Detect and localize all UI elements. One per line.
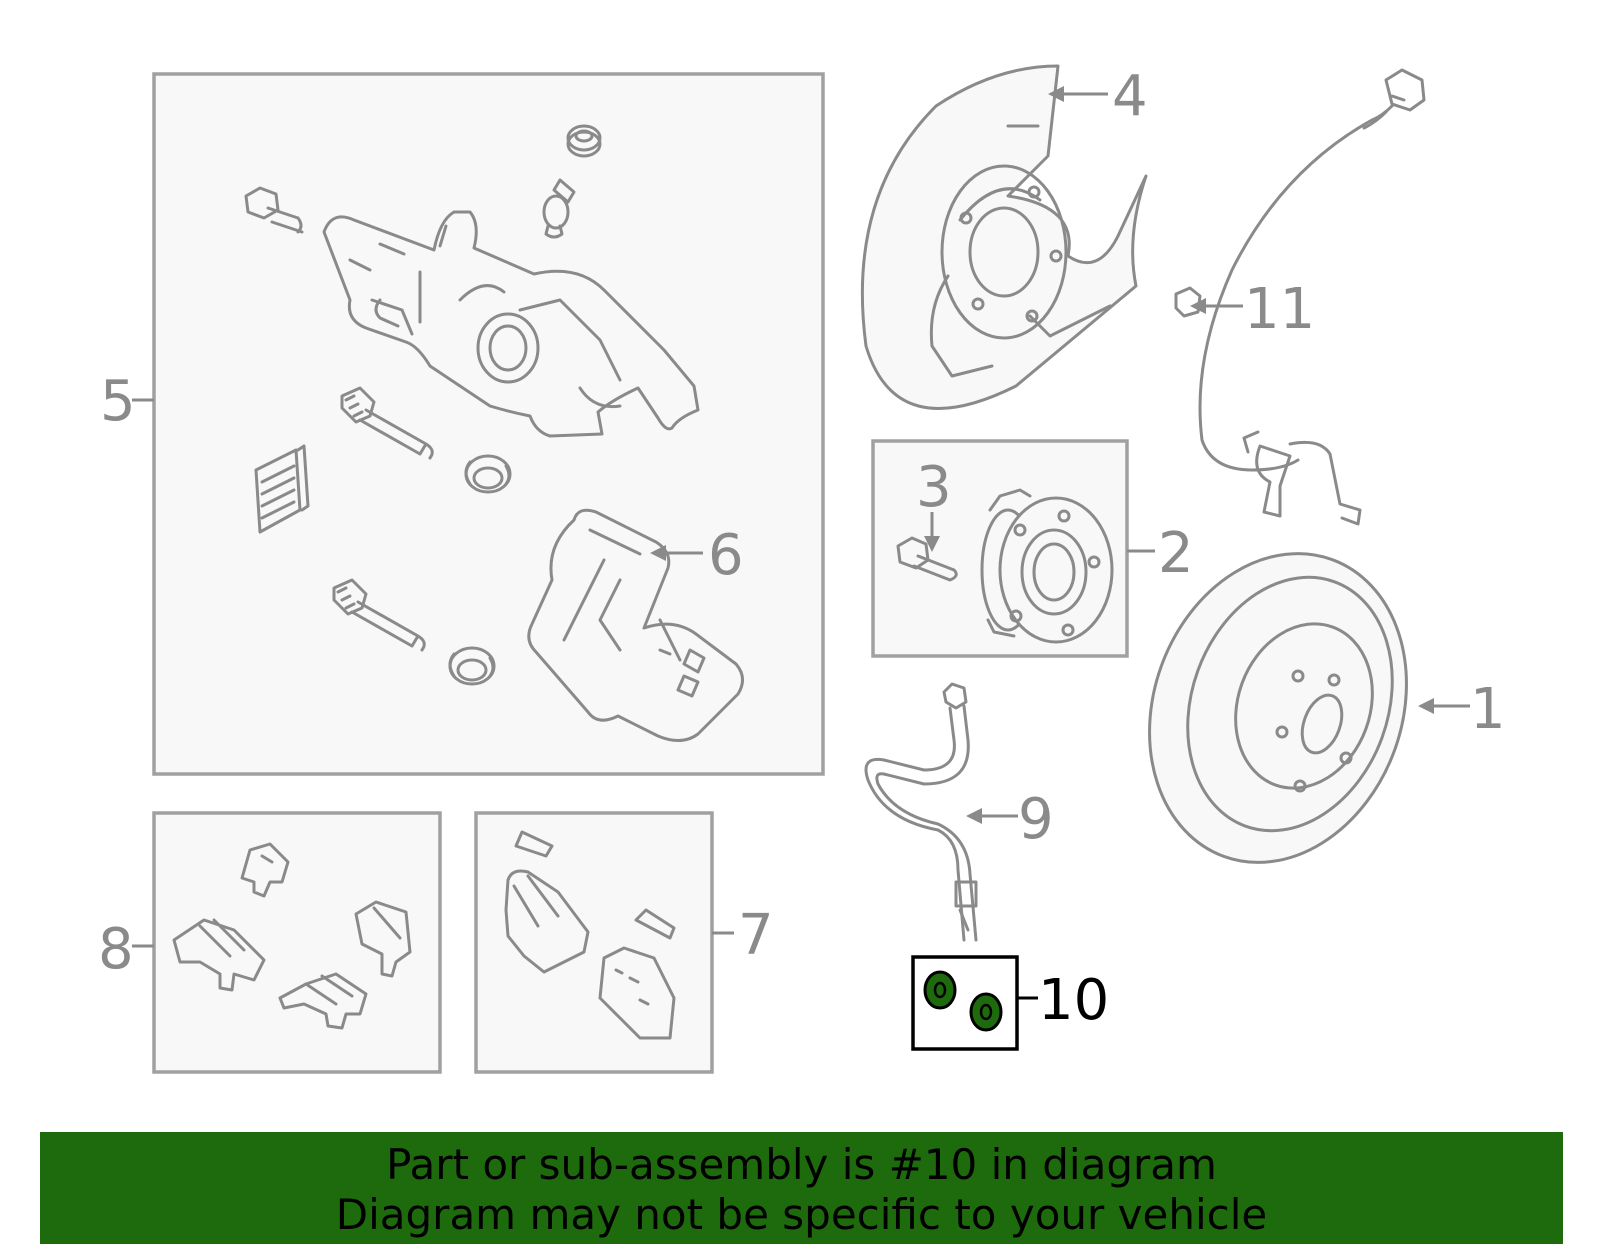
dust-shield [860,64,1148,410]
parts-diagram: 5 [98,64,1506,1074]
callout-8[interactable]: 8 [98,917,134,982]
callout-7[interactable]: 7 [738,903,774,968]
callout-5[interactable]: 5 [100,369,136,434]
callout-2[interactable]: 2 [1158,521,1194,586]
callout-1[interactable]: 1 [1470,677,1506,742]
hub-bolt [896,536,958,582]
hardware-kit-clips [172,842,412,1030]
part-10-washers[interactable] [923,970,1003,1032]
brake-pads-box [474,811,714,1074]
brake-rotor [1148,552,1408,864]
banner-line-2: Diagram may not be specific to your vehi… [335,1190,1268,1239]
notice-banner: Part or sub-assembly is #10 in diagram D… [40,1132,1563,1244]
callout-6[interactable]: 6 [708,523,744,588]
abs-sensor-wire [1174,68,1426,526]
callout-10[interactable]: 10 [1038,968,1109,1033]
banner-line-1: Part or sub-assembly is #10 in diagram [386,1140,1217,1189]
hub-bearing [980,488,1114,644]
hardware-kit-box [152,811,442,1074]
brake-pads [504,830,676,1040]
brake-hose [864,682,978,942]
callout-9[interactable]: 9 [1018,787,1054,852]
callout-11[interactable]: 11 [1244,277,1315,342]
callout-4[interactable]: 4 [1112,64,1148,129]
callout-3[interactable]: 3 [916,455,952,520]
caliper-parts [244,124,744,742]
